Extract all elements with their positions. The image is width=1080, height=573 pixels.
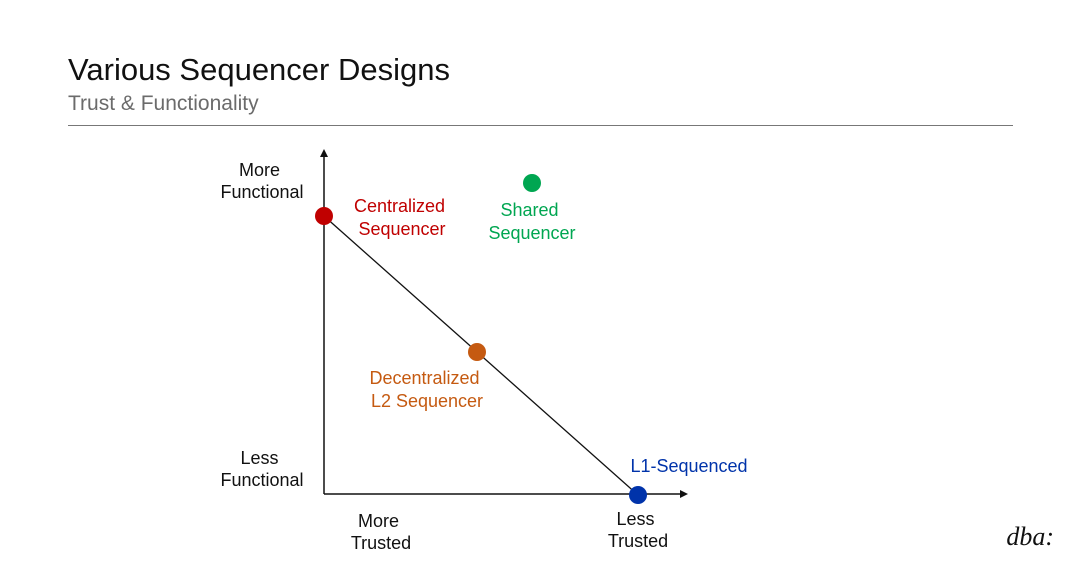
shared-sequencer-point — [523, 174, 541, 192]
y-bottom-label: Less Functional — [220, 448, 303, 490]
shared-sequencer-label: Shared Sequencer — [488, 200, 575, 243]
page-subtitle: Trust & Functionality — [68, 92, 259, 115]
l1-sequenced-point — [629, 486, 647, 504]
centralized-sequencer-point — [315, 207, 333, 225]
l1-sequenced-label: L1-Sequenced — [630, 456, 747, 476]
header-divider — [68, 125, 1013, 126]
brand-logo: dba: — [1006, 522, 1054, 551]
x-right-label: Less Trusted — [608, 509, 668, 551]
page-title: Various Sequencer Designs — [68, 52, 450, 87]
decentralized-sequencer-label: Decentralized L2 Sequencer — [369, 368, 484, 411]
centralized-sequencer-label: Centralized Sequencer — [354, 196, 450, 239]
decentralized-sequencer-point — [468, 343, 486, 361]
x-left-label: More Trusted — [351, 511, 411, 553]
y-top-label: More Functional — [220, 160, 303, 202]
